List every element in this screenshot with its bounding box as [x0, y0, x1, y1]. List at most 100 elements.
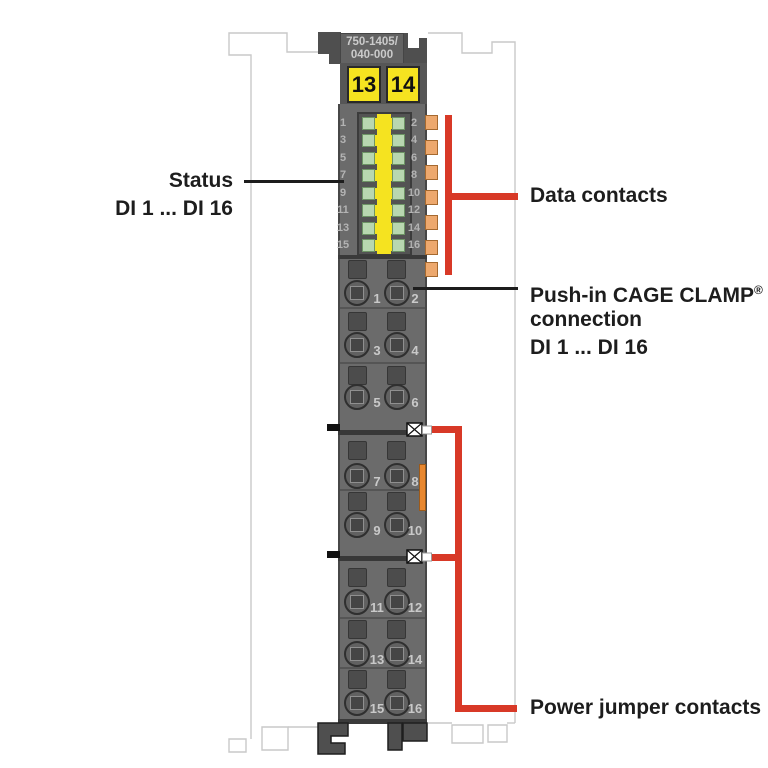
cage-clamp-opening	[344, 589, 370, 615]
led-indicator	[392, 134, 405, 147]
wire-hole	[350, 390, 364, 404]
cage-clamp-opening	[384, 384, 410, 410]
clamp-number-label: 8	[411, 474, 419, 489]
data-contact	[425, 140, 438, 155]
led-tab	[371, 223, 396, 234]
led-number-label: 2	[410, 117, 418, 129]
led-tab	[371, 135, 396, 146]
data-contacts-label: Data contacts	[530, 184, 668, 207]
data-contact	[425, 115, 438, 130]
push-button	[348, 441, 367, 460]
led-indicator	[392, 187, 405, 200]
clamp-seam	[340, 617, 425, 619]
led-indicator	[362, 117, 375, 130]
power-jumper-line-mid	[432, 554, 457, 561]
led-number-label: 13	[336, 222, 350, 234]
cage-clamp-opening	[384, 641, 410, 667]
status-callout-line	[244, 180, 344, 183]
module-top-shoulder	[404, 48, 427, 64]
push-button	[348, 260, 367, 279]
clamp-number-label: 1	[373, 291, 381, 306]
wire-hole	[390, 338, 404, 352]
led-tab	[371, 153, 396, 164]
wire-hole	[350, 338, 364, 352]
led-number-label: 3	[339, 134, 347, 146]
push-button	[387, 492, 406, 511]
led-number-label: 9	[339, 187, 347, 199]
wire-hole	[390, 469, 404, 483]
address-tag-14-label: 14	[390, 71, 416, 97]
led-indicator	[392, 204, 405, 217]
clamp-seam	[340, 307, 425, 309]
led-tab	[371, 170, 396, 181]
clamp-number-label: 14	[407, 652, 423, 667]
led-indicator	[392, 152, 405, 165]
data-contacts-bracket-horizontal	[452, 193, 518, 200]
wire-hole	[350, 469, 364, 483]
data-contact	[425, 215, 438, 230]
power-jumper-contact-icon	[406, 422, 432, 437]
data-contact	[425, 240, 438, 255]
wire-hole	[350, 647, 364, 661]
cage-clamp-opening	[344, 463, 370, 489]
cage-clamp-opening	[344, 332, 370, 358]
led-number-label: 12	[407, 204, 421, 216]
led-tab	[371, 188, 396, 199]
led-indicator	[362, 134, 375, 147]
push-button	[348, 366, 367, 385]
cage-clamp-opening	[384, 280, 410, 306]
module-bottom-edge	[338, 719, 427, 724]
clamp-seam	[340, 489, 425, 491]
address-tag-13-label: 13	[351, 71, 377, 97]
wire-hole	[390, 518, 404, 532]
data-contact	[425, 262, 438, 277]
section-mark	[327, 424, 340, 431]
push-button	[348, 620, 367, 639]
clamp-seam	[340, 362, 425, 364]
clamp-number-label: 3	[373, 343, 381, 358]
mounting-feet	[317, 722, 428, 755]
led-indicator	[362, 187, 375, 200]
led-tab	[371, 118, 396, 129]
clamp-number-label: 9	[373, 523, 381, 538]
cage-clamp-opening	[384, 332, 410, 358]
wire-hole	[390, 696, 404, 710]
led-number-label: 7	[339, 169, 347, 181]
led-number-label: 8	[410, 169, 418, 181]
wire-hole	[350, 696, 364, 710]
led-yellow-bar	[377, 114, 391, 254]
push-button	[387, 620, 406, 639]
cage-clamp-opening	[344, 512, 370, 538]
push-button	[348, 670, 367, 689]
cage-clamp-opening	[344, 280, 370, 306]
clamp-number-label: 11	[370, 600, 384, 615]
push-button	[387, 260, 406, 279]
module-top-hook	[318, 32, 341, 54]
led-indicator	[392, 222, 405, 235]
led-indicator	[392, 117, 405, 130]
clamp-number-label: 2	[411, 291, 419, 306]
clamp-seam	[340, 667, 425, 669]
led-number-label: 14	[407, 222, 421, 234]
cage-clamp-label-line1: Push-in CAGE CLAMP®	[530, 277, 763, 309]
led-number-label: 10	[407, 187, 421, 199]
section-boundary	[338, 430, 427, 435]
clamp-number-label: 4	[411, 343, 419, 358]
led-indicator	[362, 152, 375, 165]
led-tab	[371, 205, 396, 216]
led-number-label: 4	[410, 134, 418, 146]
push-button	[387, 441, 406, 460]
module-top-shoulder-edge	[404, 33, 408, 49]
section-boundary	[338, 556, 427, 561]
status-label-line1: Status	[168, 169, 233, 192]
status-label-line2: DI 1 ... DI 16	[115, 197, 233, 220]
push-button	[348, 492, 367, 511]
led-number-label: 11	[337, 204, 349, 216]
cage-clamp-opening	[344, 641, 370, 667]
clamp-number-label: 6	[411, 395, 419, 410]
push-button	[387, 568, 406, 587]
clamp-number-label: 5	[373, 395, 381, 410]
cage-clamp-opening	[384, 512, 410, 538]
power-jumper-line-top	[432, 426, 457, 433]
